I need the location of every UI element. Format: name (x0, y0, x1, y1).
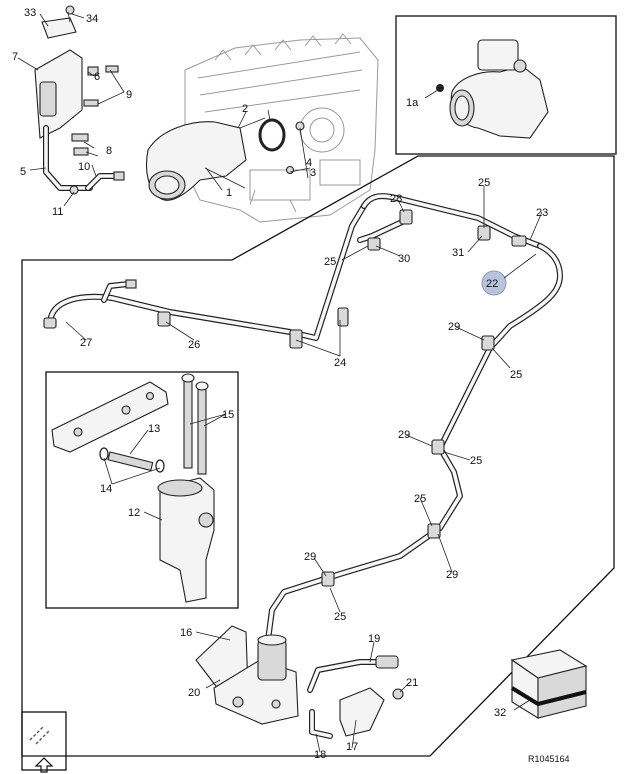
clamp-31 (477, 225, 491, 241)
label-25-b: 25 (478, 177, 490, 189)
label-14: 14 (100, 483, 112, 495)
inset-frame-pump (45, 371, 239, 609)
label-17: 17 (346, 741, 358, 753)
nut-4 (285, 165, 295, 175)
bolts-15 (181, 373, 209, 475)
label-2: 2 (242, 103, 248, 115)
label-29-d: 29 (304, 551, 316, 563)
label-8: 8 (106, 145, 112, 157)
label-6: 6 (94, 71, 100, 83)
mount-block-20 (213, 634, 299, 725)
label-16: 16 (180, 627, 192, 639)
label-25-c: 25 (510, 369, 522, 381)
inset-frame-1a (395, 15, 617, 155)
pipe-19 (307, 655, 399, 693)
label-11: 11 (52, 206, 63, 218)
label-21: 21 (406, 677, 418, 689)
label-18: 18 (314, 749, 326, 761)
clamp-29-d (321, 571, 335, 587)
bolts-9 (83, 65, 119, 107)
label-10: 10 (78, 161, 90, 173)
clip-11 (69, 185, 79, 195)
pipe-route-left (47, 203, 367, 341)
label-29-a: 29 (448, 321, 460, 333)
pipe-route-top (357, 193, 543, 249)
clamp-29-b (431, 439, 445, 455)
label-3: 3 (310, 167, 316, 179)
clamp-30 (367, 237, 381, 251)
pipe-10 (85, 171, 125, 191)
leader-1a (424, 89, 439, 99)
label-31: 31 (452, 247, 464, 259)
label-28: 28 (390, 193, 402, 205)
clamp-29-a (481, 335, 495, 351)
fitting-23 (511, 235, 527, 247)
label-25-d: 25 (470, 455, 482, 467)
label-25-e: 25 (414, 493, 426, 505)
leader-lines-top-left (17, 11, 311, 207)
bolts-8 (71, 133, 89, 156)
label-25-a: 25 (324, 256, 336, 268)
label-1: 1 (226, 187, 232, 199)
engine-block-outline (184, 33, 379, 223)
label-33: 33 (24, 7, 36, 19)
label-23: 23 (536, 207, 548, 219)
clamp-24 (289, 307, 349, 349)
turbo-outlet-part (449, 39, 549, 139)
label-1a: 1a (406, 97, 419, 109)
bolt-34 (65, 5, 75, 15)
clamp-29-c (427, 523, 441, 539)
highlight-callout-22 (481, 270, 507, 296)
label-4: 4 (306, 157, 312, 169)
leader-32 (513, 699, 531, 711)
clamp-28 (399, 209, 413, 225)
label-34: 34 (86, 13, 98, 25)
label-13: 13 (148, 423, 160, 435)
rail-housing (51, 381, 169, 453)
label-29-c: 29 (446, 569, 458, 581)
clamp-26 (157, 311, 171, 327)
label-20: 20 (188, 687, 200, 699)
reservoir-bracket-7 (34, 49, 83, 139)
label-26: 26 (188, 339, 200, 351)
pin-13 (107, 451, 154, 472)
label-5: 5 (20, 166, 26, 178)
label-32: 32 (494, 707, 506, 719)
front-arrow-icon (29, 725, 54, 773)
leader-lines-bottom (195, 631, 411, 753)
label-7: 7 (12, 51, 18, 63)
end-fitting-27 (43, 317, 57, 329)
label-30: 30 (398, 253, 410, 265)
figure-reference: R1045164 (528, 754, 570, 764)
orings-14 (99, 447, 165, 473)
leader-lines-main (65, 186, 543, 613)
label-15: 15 (222, 409, 234, 421)
label-25-f: 25 (334, 611, 346, 623)
elbow-18 (309, 709, 333, 739)
leader-lines-pump (103, 413, 227, 521)
part-box-32 (510, 649, 588, 719)
cap-33 (41, 17, 77, 39)
turbo-pipe-1 (145, 117, 266, 201)
clamp-ring-2 (258, 118, 286, 152)
label-19: 19 (368, 633, 380, 645)
main-diagram-frame (21, 155, 615, 757)
bracket-17 (339, 687, 385, 737)
label-24: 24 (334, 357, 346, 369)
label-27: 27 (80, 337, 92, 349)
label-29-b: 29 (398, 429, 410, 441)
label-12: 12 (128, 507, 140, 519)
label-22: 22 (486, 278, 498, 290)
orientation-box (21, 711, 67, 771)
label-9: 9 (126, 89, 132, 101)
pipe-route-right (265, 243, 563, 643)
pump-12 (157, 477, 215, 603)
